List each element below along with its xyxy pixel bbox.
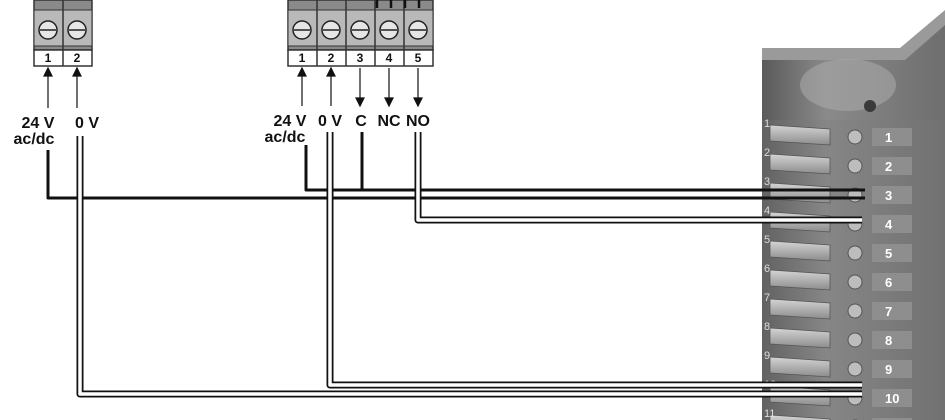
terminal-number-3: 3 (885, 188, 892, 203)
terminal-number-7: 7 (885, 304, 892, 319)
left-terminal-block: 1 2 (33, 0, 93, 67)
wires (46, 132, 865, 398)
panel-side-index-6: 6 (764, 263, 770, 275)
terminal-row-11: 1111 (764, 408, 912, 420)
right-label-c: C (355, 113, 367, 130)
terminal-row-8: 88 (764, 321, 912, 349)
panel-side-index-1: 1 (764, 118, 770, 130)
wire-0v-left-to-t10 (76, 136, 862, 398)
terminal-row-6: 66 (764, 263, 912, 291)
terminal-screw-9 (847, 361, 863, 377)
left-screw-1 (38, 20, 58, 40)
right-pin-2-number: 2 (328, 51, 335, 65)
signal-arrows (43, 66, 423, 108)
terminal-row-5: 55 (764, 234, 912, 262)
panel-side-index-2: 2 (764, 147, 770, 159)
terminal-number-4: 4 (885, 217, 893, 232)
terminal-row-9: 99 (764, 350, 912, 378)
panel-side-index-11: 11 (764, 408, 775, 420)
left-label-acdc: ac/dc (14, 131, 55, 148)
terminal-screw-2 (847, 158, 863, 174)
right-label-acdc: ac/dc (265, 129, 306, 146)
terminal-number-5: 5 (885, 246, 892, 261)
panel-side-index-8: 8 (764, 321, 770, 333)
right-terminal-block: 1 2 3 4 5 (287, 0, 434, 67)
right-screw-3 (350, 20, 370, 40)
right-pin-3-number: 3 (357, 51, 364, 65)
terminal-row-2: 22 (764, 147, 912, 175)
right-label-nc: NC (377, 113, 401, 130)
left-label-0v: 0 V (75, 115, 99, 132)
terminal-number-8: 8 (885, 333, 892, 348)
right-label-no: NO (406, 113, 430, 130)
terminal-rows: 11223344556677889910101111 (764, 118, 912, 420)
terminal-number-2: 2 (885, 159, 892, 174)
terminal-screw-1 (847, 129, 863, 145)
right-pin-5-number: 5 (415, 51, 422, 65)
terminal-row-1: 11 (764, 118, 912, 146)
right-label-24v: 24 V (274, 113, 307, 130)
wire-24v-to-t3 (46, 150, 865, 200)
right-pin-4-number: 4 (386, 51, 393, 65)
panel-side-index-7: 7 (764, 292, 770, 304)
terminal-row-7: 77 (764, 292, 912, 320)
right-screw-5 (408, 20, 428, 40)
right-screw-4 (379, 20, 399, 40)
left-pin-2-number: 2 (74, 51, 81, 65)
panel-side-index-4: 4 (764, 205, 770, 217)
right-label-0v: 0 V (318, 113, 342, 130)
terminal-number-6: 6 (885, 275, 892, 290)
terminal-screw-7 (847, 303, 863, 319)
right-pin-1-number: 1 (299, 51, 306, 65)
right-screw-1 (292, 20, 312, 40)
left-pin-1-number: 1 (45, 51, 52, 65)
terminal-number-10: 10 (885, 391, 899, 406)
panel-side-index-3: 3 (764, 176, 770, 188)
terminal-number-9: 9 (885, 362, 892, 377)
terminal-number-1: 1 (885, 130, 892, 145)
left-label-24v: 24 V (22, 115, 55, 132)
terminal-screw-6 (847, 274, 863, 290)
panel-side-index-5: 5 (764, 234, 770, 246)
panel-side-index-9: 9 (764, 350, 770, 362)
terminal-screw-5 (847, 245, 863, 261)
terminal-screw-8 (847, 332, 863, 348)
left-screw-2 (67, 20, 87, 40)
right-screw-2 (321, 20, 341, 40)
